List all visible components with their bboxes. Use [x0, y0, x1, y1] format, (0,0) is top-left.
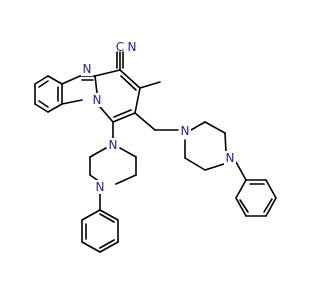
bond [224, 132, 227, 153]
atom-label: N [109, 138, 118, 152]
bond [99, 239, 115, 249]
bond [119, 69, 141, 89]
atom-label: N [96, 180, 105, 194]
atom-right-piperazine-n1: N [179, 124, 191, 138]
bond [34, 75, 49, 85]
bond [139, 81, 161, 89]
bond [119, 147, 137, 158]
bond [115, 174, 137, 185]
bond [235, 197, 247, 217]
bond [81, 241, 101, 253]
bond [204, 121, 226, 134]
atom-label: N [83, 62, 92, 76]
atom-nitrile-n: N [126, 40, 138, 54]
bond [235, 161, 247, 181]
atom-labels: N N C N N N N [81, 40, 236, 194]
bond [120, 75, 137, 91]
bond [34, 103, 49, 113]
atom-label: C [116, 40, 124, 54]
chemical-structure-diagram: N N C N N N N [34, 40, 277, 253]
bond [263, 198, 273, 213]
bond [112, 112, 136, 123]
atom-n-bridge: N [91, 93, 103, 107]
bond [239, 199, 249, 213]
bond [94, 75, 98, 94]
bond [61, 99, 83, 105]
bond [235, 179, 247, 199]
bonds [34, 51, 277, 253]
bond [204, 163, 225, 171]
bond [113, 109, 132, 118]
bond [38, 80, 49, 88]
atom-label: N [181, 124, 190, 138]
atom-left-piperazine-n1: N [107, 138, 119, 152]
atom-left-piperazine-n4: N [94, 180, 106, 194]
bond [184, 157, 206, 171]
bond [81, 209, 101, 221]
bond [134, 87, 141, 114]
atom-nitrile-c: C [116, 40, 124, 54]
bond [265, 197, 277, 217]
molecule-drawing: N N C N N N N [34, 40, 277, 253]
bond [99, 213, 115, 223]
bond [61, 75, 81, 85]
bond [134, 112, 156, 131]
atom-n-imidazole: N [81, 62, 93, 76]
bond [190, 121, 206, 131]
bond [99, 241, 119, 253]
bond [94, 69, 121, 77]
atom-label: N [93, 93, 102, 107]
bond [99, 106, 114, 123]
bond [47, 75, 63, 85]
atom-label: N [226, 151, 235, 165]
bond [99, 209, 119, 221]
atom-right-piperazine-n4: N [224, 151, 236, 165]
bond [47, 103, 63, 113]
bond [89, 147, 107, 158]
atom-label: N [128, 40, 137, 54]
bond [38, 100, 49, 108]
bond [265, 179, 277, 199]
